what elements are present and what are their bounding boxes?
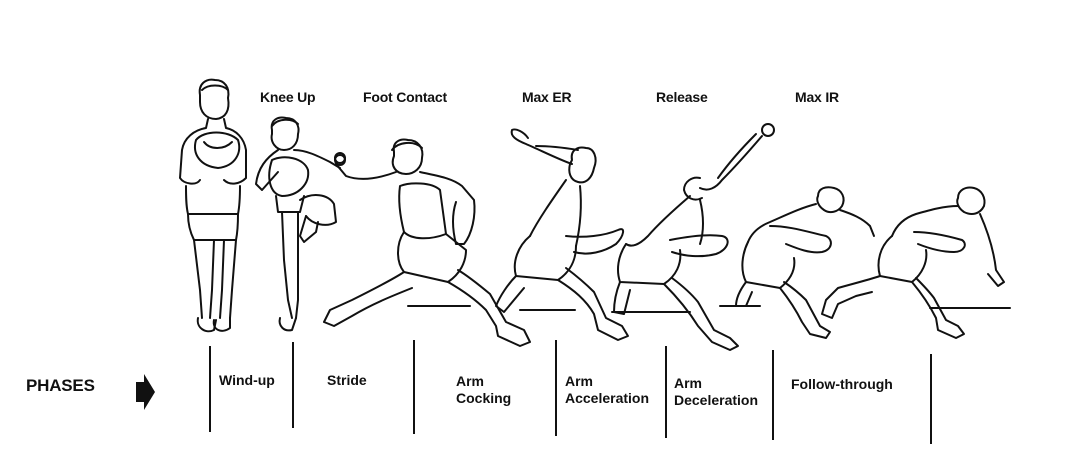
phase-arm-acceleration-line-1: Arm	[565, 373, 594, 389]
phase-arm-cocking-line-2: Cocking	[456, 390, 512, 406]
event-label-max-ir: Max IR	[795, 89, 839, 105]
phase-arm-cocking-line-1: Arm	[456, 373, 485, 389]
event-label-release: Release	[656, 89, 708, 105]
phase-divider	[665, 346, 667, 438]
phase-follow-through: Follow-through	[791, 376, 893, 393]
max-ir-pitcher	[735, 186, 875, 339]
phase-divider	[413, 340, 415, 434]
max-er-pitcher	[495, 128, 629, 341]
phase-arm-cocking: Arm Cocking	[456, 373, 511, 407]
phase-arm-deceleration-line-2: Deceleration	[674, 392, 759, 408]
phase-wind-up: Wind-up	[219, 372, 275, 389]
phases-label: PHASES	[26, 376, 95, 395]
phase-arm-acceleration: Arm Acceleration	[565, 373, 649, 407]
right-arrow-icon	[136, 374, 155, 410]
phase-arm-deceleration: Arm Deceleration	[674, 375, 758, 409]
release-pitcher	[613, 123, 775, 351]
phase-stride-line-1: Stride	[327, 372, 367, 388]
phase-divider	[930, 354, 932, 444]
phase-divider	[209, 346, 211, 432]
phase-arm-deceleration-line-1: Arm	[674, 375, 703, 391]
phase-wind-up-line-1: Wind-up	[219, 372, 275, 388]
foot-contact-pitcher	[323, 138, 531, 347]
phase-divider	[555, 340, 557, 436]
event-label-max-er: Max ER	[522, 89, 572, 105]
event-label-knee-up: Knee Up	[260, 89, 316, 105]
knee-up-pitcher	[255, 116, 346, 332]
phase-arm-acceleration-line-2: Acceleration	[565, 390, 650, 406]
phase-divider	[772, 350, 774, 440]
wind-up-pitcher	[179, 78, 247, 333]
event-label-foot-contact: Foot Contact	[363, 89, 447, 105]
phase-stride: Stride	[327, 372, 367, 389]
follow-through-pitcher	[821, 186, 1005, 339]
phase-follow-through-line-1: Follow-through	[791, 376, 893, 392]
phase-divider	[292, 342, 294, 428]
